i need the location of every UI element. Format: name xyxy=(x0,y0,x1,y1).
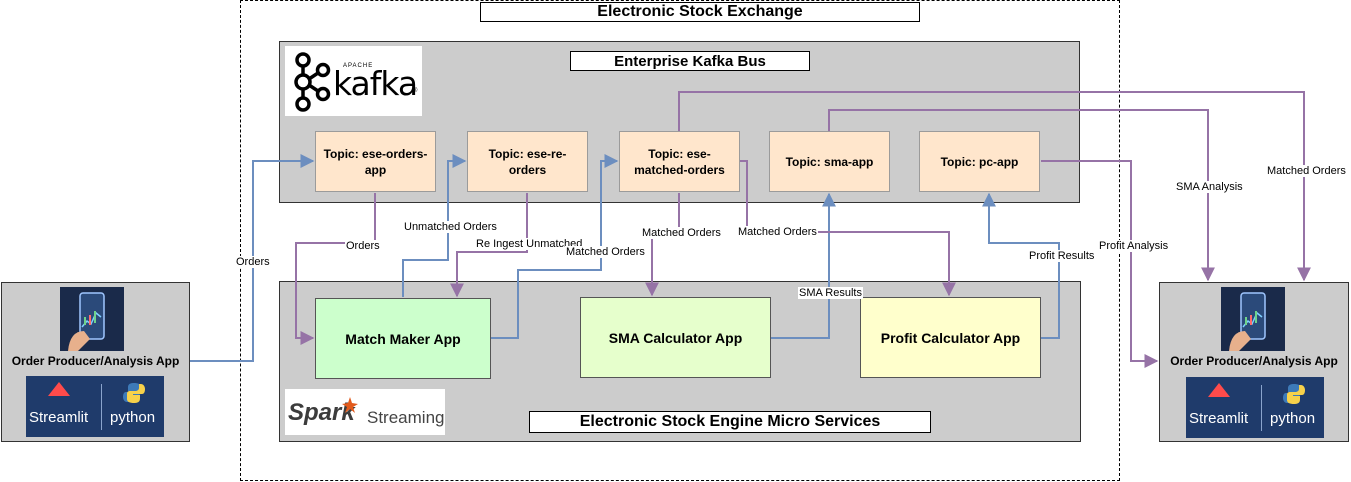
topic-pc-app[interactable]: Topic: pc-app xyxy=(919,131,1040,192)
edge-re-orders-to-mm xyxy=(450,193,528,298)
right-streamlit-icon xyxy=(1208,383,1230,397)
left-python-icon xyxy=(123,383,145,403)
label-profit-results: Profit Results xyxy=(1028,250,1096,262)
label-sma-analysis: SMA Analysis xyxy=(1175,181,1244,193)
right-python-label: python xyxy=(1270,410,1316,427)
kafka-mark-icon xyxy=(294,52,331,112)
right-streamlit-label: Streamlit xyxy=(1189,410,1249,427)
spark-logo-sub: Streaming xyxy=(367,408,445,427)
kafka-title: Enterprise Kafka Bus xyxy=(570,51,810,71)
spark-logo: Spark Streaming xyxy=(285,389,445,435)
sma-calculator-app[interactable]: SMA Calculator App xyxy=(580,297,771,378)
edge-matched-to-client xyxy=(678,91,1311,282)
edge-matched-to-sma xyxy=(645,193,680,297)
kafka-logo-mark: ® xyxy=(413,88,418,94)
match-maker-app[interactable]: Match Maker App xyxy=(315,298,491,379)
right-python-icon xyxy=(1283,384,1305,404)
right-streamlit-python-logo: Streamlit python xyxy=(1186,377,1324,438)
label-orders-to-mm: Orders xyxy=(345,240,381,252)
edge-mm-to-matched xyxy=(491,154,619,339)
engine-title: Electronic Stock Engine Micro Services xyxy=(529,411,931,433)
left-client-title: Order Producer/Analysis App xyxy=(11,354,180,368)
left-streamlit-python-logo: Streamlit python xyxy=(26,376,164,437)
left-logo-divider xyxy=(101,384,102,430)
label-profit-analysis: Profit Analysis xyxy=(1098,240,1170,252)
kafka-logo: APACHE kafka ® xyxy=(285,46,422,116)
label-sma-results: SMA Results xyxy=(798,287,863,299)
left-streamlit-label: Streamlit xyxy=(29,409,89,426)
label-orders-in: Orders xyxy=(235,256,271,268)
left-python-label: python xyxy=(110,409,156,426)
right-logo-divider xyxy=(1261,385,1262,431)
kafka-logo-small: APACHE xyxy=(343,63,374,69)
topic-ese-re-orders[interactable]: Topic: ese-re-orders xyxy=(467,131,588,192)
edge-sma-to-client xyxy=(828,109,1215,282)
topic-ese-matched-orders[interactable]: Topic: ese-matched-orders xyxy=(619,131,740,192)
edge-mm-to-re-orders xyxy=(402,154,467,297)
left-phone-chart-icon xyxy=(60,287,124,351)
exchange-title: Electronic Stock Exchange xyxy=(480,2,920,22)
topic-ese-orders-app[interactable]: Topic: ese-orders-app xyxy=(315,131,436,192)
label-unmatched: Unmatched Orders xyxy=(403,221,498,233)
label-matched-sma: Matched Orders xyxy=(641,227,722,239)
edge-orders-to-mm xyxy=(295,193,376,345)
edge-pc-to-client xyxy=(1041,160,1159,368)
left-streamlit-icon xyxy=(48,382,70,396)
right-client-title: Order Producer/Analysis App xyxy=(1170,354,1338,368)
spark-logo-text: Spark xyxy=(288,399,355,426)
spark-star-icon xyxy=(342,397,358,413)
topic-sma-app[interactable]: Topic: sma-app xyxy=(769,131,890,192)
right-phone-chart-icon xyxy=(1221,287,1285,351)
edge-sma-to-sma-topic xyxy=(771,192,836,339)
kafka-logo-text: kafka xyxy=(333,64,418,103)
edge-pc-to-pc-topic xyxy=(982,192,1060,339)
label-matched-pc: Matched Orders xyxy=(737,226,818,238)
label-matched-client: Matched Orders xyxy=(1266,165,1347,177)
profit-calculator-app[interactable]: Profit Calculator App xyxy=(860,297,1041,378)
label-reingest: Re Ingest Unmatched xyxy=(475,238,584,250)
label-matched-mm: Matched Orders xyxy=(565,246,646,258)
